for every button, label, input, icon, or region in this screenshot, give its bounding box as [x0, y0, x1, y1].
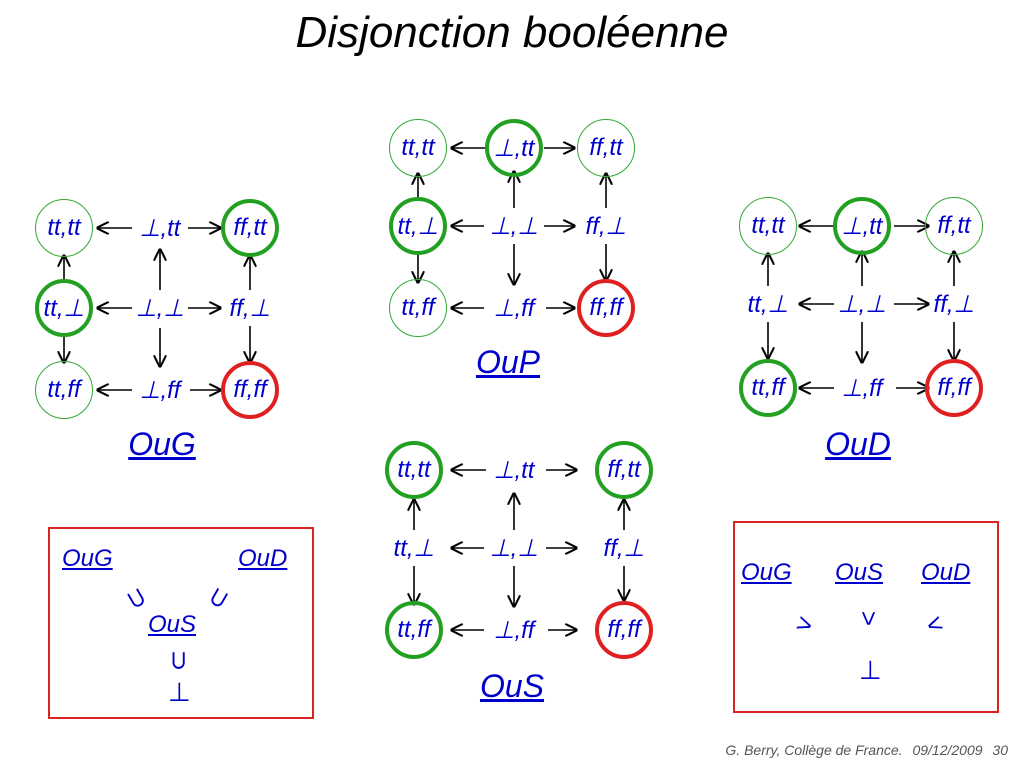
order-mid-symbol: >: [854, 610, 885, 627]
ous-node-5: ff,⊥: [603, 534, 645, 562]
oud-node-5: ff,⊥: [933, 290, 975, 318]
oud-node-6: tt,ff: [739, 359, 797, 417]
order-left-symbol: >: [792, 607, 818, 641]
oup-node-8: ff,ff: [577, 279, 635, 337]
ous-node-8: ff,ff: [595, 601, 653, 659]
caption-oug[interactable]: OuG: [128, 426, 196, 462]
oup-node-1: ⊥,tt: [485, 119, 543, 177]
ous-node-6: tt,ff: [385, 601, 443, 659]
supset-bottom-symbol: ⊃: [164, 649, 195, 672]
order-oug-label[interactable]: OuG: [741, 559, 792, 586]
oug-node-2: ff,tt: [221, 199, 279, 257]
oup-node-4: ⊥,⊥: [489, 212, 539, 240]
oud-node-8: ff,ff: [925, 359, 983, 417]
oup-node-7: ⊥,ff: [493, 294, 535, 322]
oud-node-4: ⊥,⊥: [837, 290, 887, 318]
oug-node-3: tt,⊥: [35, 279, 93, 337]
ous-node-7: ⊥,ff: [493, 616, 535, 644]
ous-node-0: tt,tt: [385, 441, 443, 499]
caption-oud[interactable]: OuD: [825, 426, 891, 462]
oup-node-5: ff,⊥: [585, 212, 627, 240]
inclusion-oug-label[interactable]: OuG: [62, 545, 113, 572]
oug-node-5: ff,⊥: [229, 294, 271, 322]
page-title: Disjonction booléenne: [295, 8, 729, 57]
oug-node-1: ⊥,tt: [139, 214, 181, 242]
footer: G. Berry, Collège de France. 09/12/2009 …: [719, 742, 1008, 758]
oud-node-0: tt,tt: [739, 197, 797, 255]
ous-node-1: ⊥,tt: [493, 456, 535, 484]
oug-node-7: ⊥,ff: [139, 376, 181, 404]
order-ous-label[interactable]: OuS: [835, 559, 884, 586]
oug-node-6: tt,ff: [35, 361, 93, 419]
order-oud-label[interactable]: OuD: [921, 559, 971, 586]
inclusion-ous-label[interactable]: OuS: [148, 611, 197, 638]
oup-node-3: tt,⊥: [389, 197, 447, 255]
order-box: OuG OuS OuD > > > ⊥: [733, 521, 999, 713]
footer-author: G. Berry, Collège de France.: [725, 742, 903, 758]
inclusion-bottom-symbol: ⊥: [168, 677, 191, 707]
oug-node-8: ff,ff: [221, 361, 279, 419]
oup-node-2: ff,tt: [577, 119, 635, 177]
inclusion-oud-label[interactable]: OuD: [238, 545, 288, 572]
caption-oup[interactable]: OuP: [475, 344, 541, 380]
oup-node-6: tt,ff: [389, 279, 447, 337]
ous-node-4: ⊥,⊥: [489, 534, 539, 562]
inclusion-box: OuG OuD ⊃ ⊃ OuS ⊃ ⊥: [48, 527, 314, 719]
oug-node-4: ⊥,⊥: [135, 294, 185, 322]
order-right-symbol: >: [922, 608, 948, 642]
oud-node-1: ⊥,tt: [833, 197, 891, 255]
oud-node-2: ff,tt: [925, 197, 983, 255]
footer-page: 30: [992, 742, 1008, 758]
oud-node-3: tt,⊥: [747, 290, 789, 318]
ous-node-2: ff,tt: [595, 441, 653, 499]
footer-date: 09/12/2009: [912, 742, 983, 758]
supset-right-symbol: ⊃: [200, 581, 238, 616]
oup-node-0: tt,tt: [389, 119, 447, 177]
ous-node-3: tt,⊥: [393, 534, 435, 562]
oug-node-0: tt,tt: [35, 199, 93, 257]
order-bottom-symbol: ⊥: [859, 655, 882, 685]
oud-node-7: ⊥,ff: [841, 374, 883, 402]
caption-ous[interactable]: OuS: [479, 668, 545, 704]
